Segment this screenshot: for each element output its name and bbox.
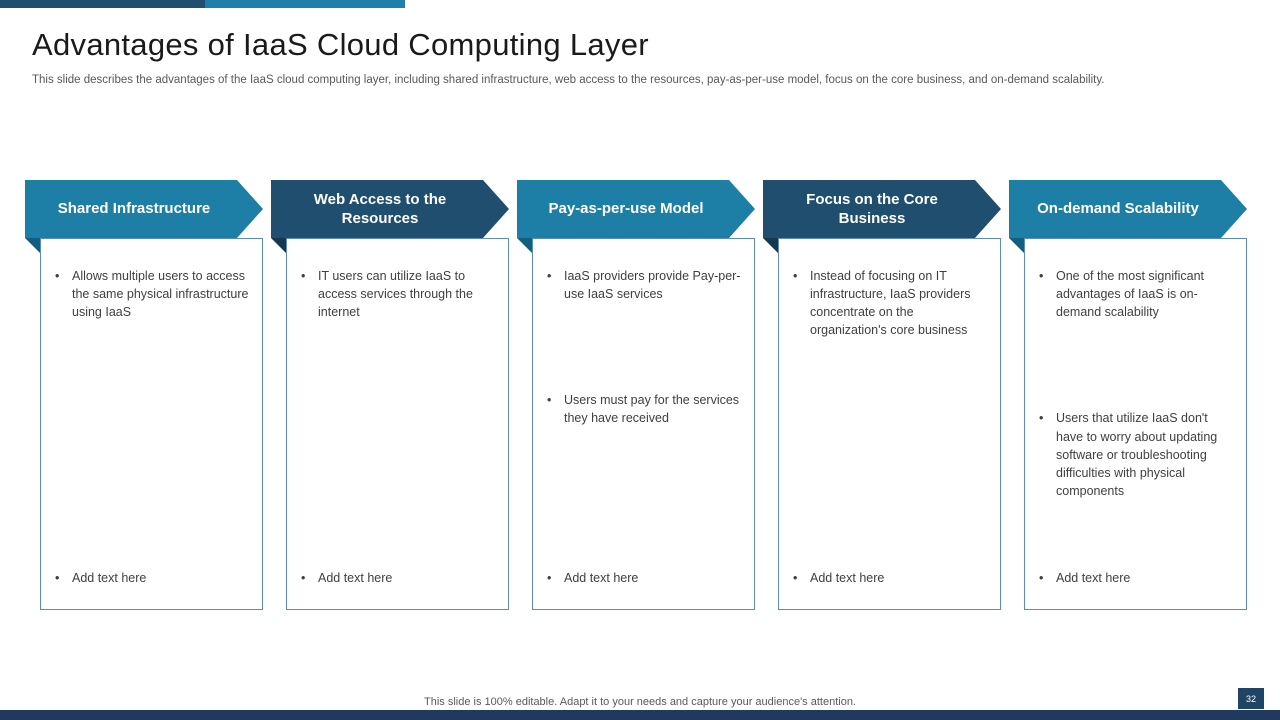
bullet-list: • Instead of focusing on IT infrastructu… <box>793 267 988 569</box>
add-text-placeholder[interactable]: • Add text here <box>793 569 988 593</box>
column-body: • One of the most significant advantages… <box>1024 238 1247 610</box>
column-header-arrow: Web Access to the Resources <box>271 180 509 238</box>
bullet-list: • IaaS providers provide Pay-per-use Iaa… <box>547 267 742 569</box>
add-text-placeholder[interactable]: • Add text here <box>547 569 742 593</box>
bullet-item: • One of the most significant advantages… <box>1039 267 1234 321</box>
slide-subtitle: This slide describes the advantages of t… <box>32 74 1105 86</box>
column-title: Web Access to the Resources <box>313 190 447 227</box>
column-pay-as-per-use: Pay-as-per-use Model • IaaS providers pr… <box>517 180 755 610</box>
ribbon-fold <box>271 238 286 253</box>
bullet-item: • Instead of focusing on IT infrastructu… <box>793 267 988 340</box>
bullet-text: One of the most significant advantages o… <box>1056 269 1204 320</box>
ribbon-fold <box>763 238 778 253</box>
column-title: Pay-as-per-use Model <box>548 200 704 218</box>
column-title: Shared Infrastructure <box>57 200 211 218</box>
bullet-item: • IaaS providers provide Pay-per-use Iaa… <box>547 267 742 303</box>
add-text-label: Add text here <box>1056 570 1131 585</box>
page-number-badge: 32 <box>1238 688 1264 709</box>
column-on-demand-scalability: On-demand Scalability • One of the most … <box>1009 180 1247 610</box>
bullet-item: • IT users can utilize IaaS to access se… <box>301 267 496 321</box>
bullet-marker: • <box>1039 411 1044 426</box>
top-accent-bar-teal <box>205 0 405 8</box>
bullet-marker: • <box>793 269 798 283</box>
column-shared-infrastructure: Shared Infrastructure • Allows multiple … <box>25 180 263 610</box>
column-body: • Instead of focusing on IT infrastructu… <box>778 238 1001 610</box>
bullet-list: • One of the most significant advantages… <box>1039 267 1234 569</box>
bullet-text: IaaS providers provide Pay-per-use IaaS … <box>564 269 741 302</box>
top-accent-bar-navy <box>0 0 205 8</box>
add-text-label: Add text here <box>810 570 885 585</box>
add-text-placeholder[interactable]: • Add text here <box>1039 569 1234 593</box>
column-title: On-demand Scalability <box>1037 200 1199 218</box>
bullet-item: • Users must pay for the services they h… <box>547 391 742 427</box>
add-text-label: Add text here <box>318 570 393 585</box>
column-title: Focus on the Core Business <box>806 190 938 227</box>
bullet-marker: • <box>547 269 552 283</box>
add-text-placeholder[interactable]: • Add text here <box>301 569 496 593</box>
bullet-marker: • <box>547 570 552 585</box>
bullet-marker: • <box>547 393 552 408</box>
ribbon-fold <box>517 238 532 253</box>
bullet-marker: • <box>301 570 306 585</box>
bullet-text: Users that utilize IaaS don't have to wo… <box>1056 411 1218 498</box>
column-header-arrow: Pay-as-per-use Model <box>517 180 755 238</box>
column-header-arrow: Focus on the Core Business <box>763 180 1001 238</box>
bottom-accent-bar <box>0 710 1280 720</box>
slide-title: Advantages of IaaS Cloud Computing Layer <box>32 27 649 62</box>
add-text-label: Add text here <box>72 570 147 585</box>
bullet-item: • Allows multiple users to access the sa… <box>55 267 250 321</box>
bullet-text: Instead of focusing on IT infrastructure… <box>810 269 971 338</box>
column-header-arrow: On-demand Scalability <box>1009 180 1247 238</box>
bullet-marker: • <box>793 570 798 585</box>
add-text-placeholder[interactable]: • Add text here <box>55 569 250 593</box>
bullet-text: Allows multiple users to access the same… <box>72 269 249 320</box>
add-text-label: Add text here <box>564 570 639 585</box>
column-web-access: Web Access to the Resources • IT users c… <box>271 180 509 610</box>
column-core-business: Focus on the Core Business • Instead of … <box>763 180 1001 610</box>
ribbon-fold <box>1009 238 1024 253</box>
bullet-text: Users must pay for the services they hav… <box>564 393 740 426</box>
column-body: • IT users can utilize IaaS to access se… <box>286 238 509 610</box>
bullet-marker: • <box>1039 570 1044 585</box>
bullet-item: • Users that utilize IaaS don't have to … <box>1039 409 1234 500</box>
advantages-columns: Shared Infrastructure • Allows multiple … <box>25 180 1247 610</box>
ribbon-fold <box>25 238 40 253</box>
column-body: • Allows multiple users to access the sa… <box>40 238 263 610</box>
bullet-list: • Allows multiple users to access the sa… <box>55 267 250 569</box>
footer-note: This slide is 100% editable. Adapt it to… <box>424 696 856 708</box>
bullet-marker: • <box>55 570 60 585</box>
bullet-marker: • <box>1039 269 1044 283</box>
column-body: • IaaS providers provide Pay-per-use Iaa… <box>532 238 755 610</box>
bullet-text: IT users can utilize IaaS to access serv… <box>318 269 473 320</box>
bullet-marker: • <box>301 269 306 283</box>
column-header-arrow: Shared Infrastructure <box>25 180 263 238</box>
bullet-marker: • <box>55 269 60 283</box>
bullet-list: • IT users can utilize IaaS to access se… <box>301 267 496 569</box>
